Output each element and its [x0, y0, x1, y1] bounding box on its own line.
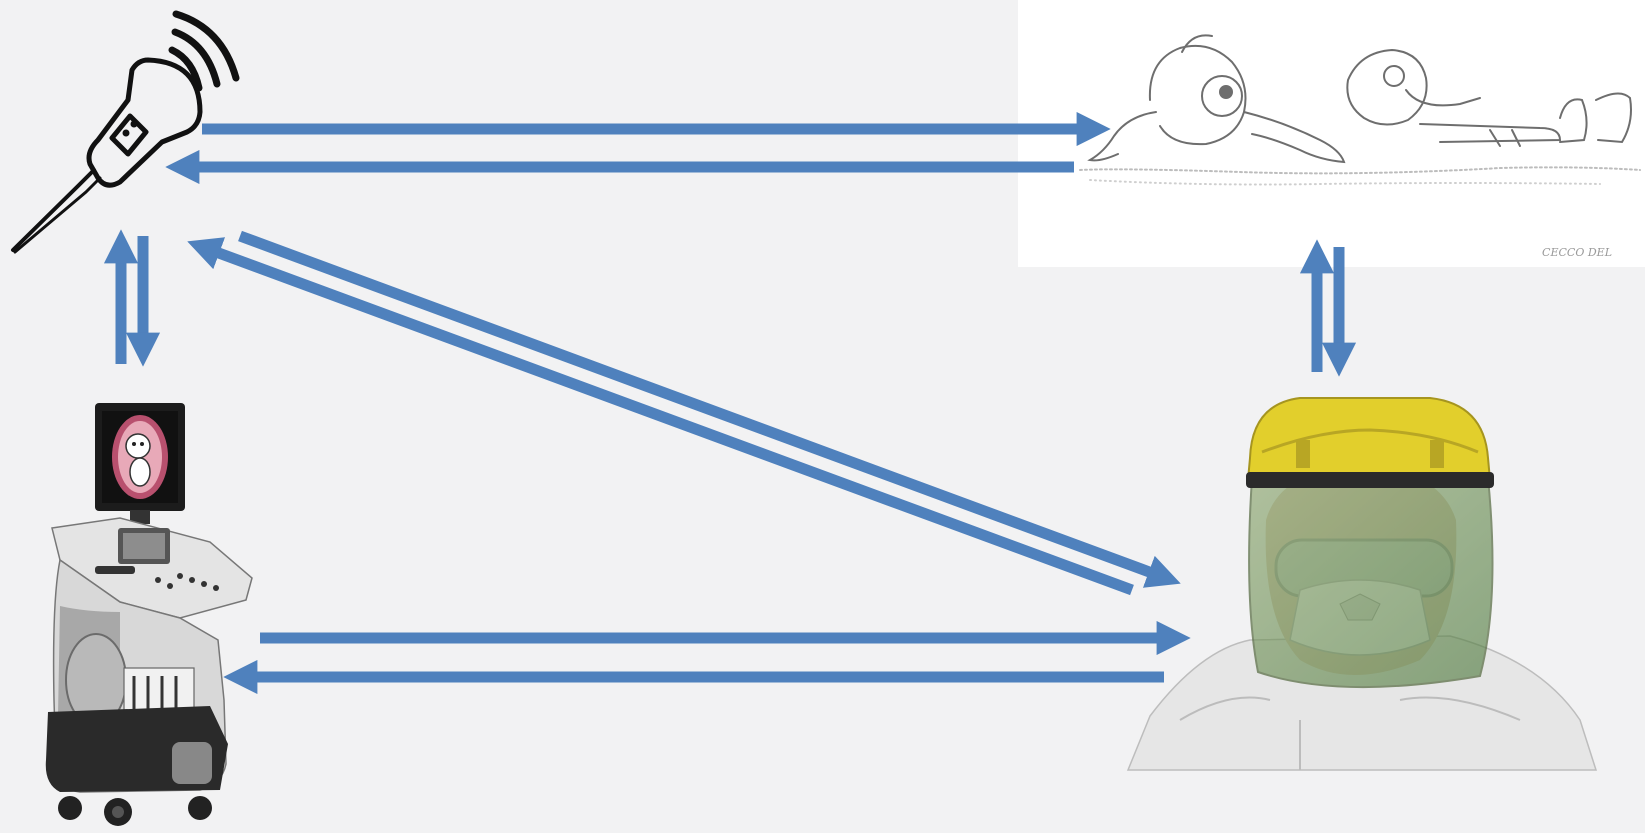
- arrow-probe-to-operator: [238, 230, 1181, 588]
- patient-cartoon-image: CECCO DEL: [1018, 0, 1645, 267]
- ultrasound-probe-icon: [11, 10, 240, 254]
- operator-ppe-image: [1126, 397, 1598, 771]
- arrows: [103, 111, 1357, 695]
- arrow-operator-to-probe: [187, 237, 1134, 596]
- ultrasound-machine-icon: [45, 403, 253, 826]
- cartoon-signature: CECCO DEL: [1542, 246, 1612, 259]
